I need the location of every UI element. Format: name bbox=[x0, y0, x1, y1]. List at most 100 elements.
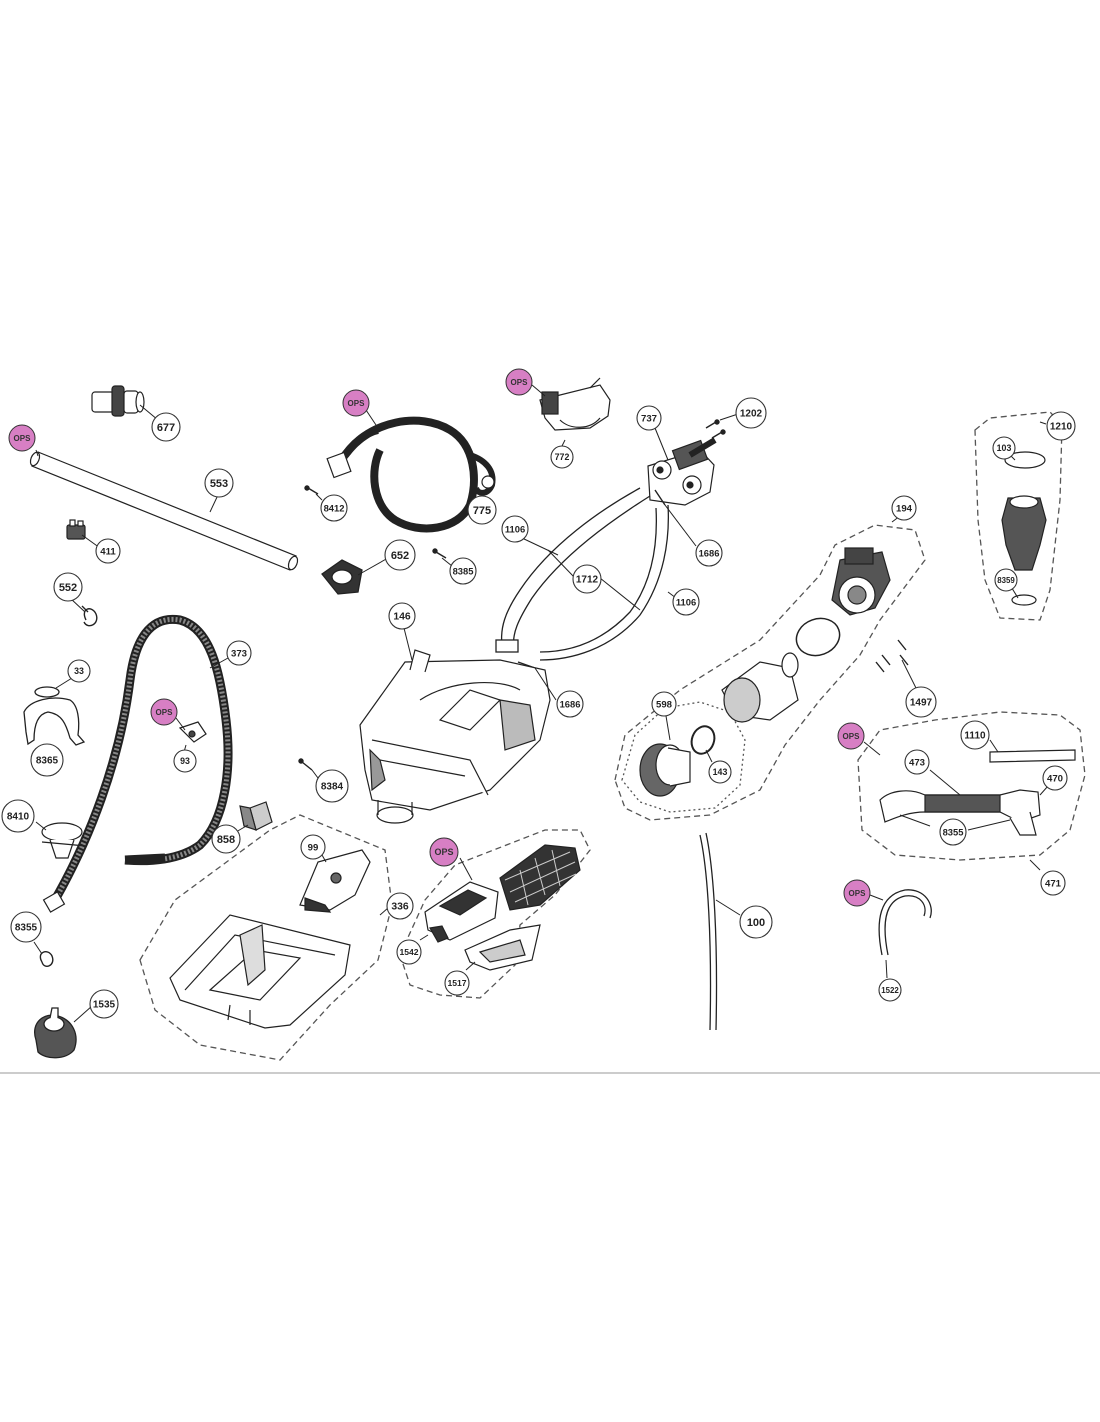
part-screws-1497 bbox=[875, 639, 909, 673]
callout-label: 33 bbox=[74, 666, 84, 676]
callout-label: 8412 bbox=[324, 502, 345, 513]
callout-circle bbox=[30, 743, 64, 777]
part-screws-1202 bbox=[705, 419, 726, 439]
leader-336 bbox=[379, 907, 389, 916]
callout-194: 194 bbox=[891, 495, 917, 521]
leader-598 bbox=[665, 715, 671, 741]
outline-filter-group bbox=[621, 701, 746, 813]
part-clamp-8355-left bbox=[39, 951, 54, 967]
callout-label: 1106 bbox=[505, 523, 525, 534]
callout-circle bbox=[572, 564, 602, 594]
callout-circle bbox=[386, 892, 414, 920]
svg-text:OPS: OPS bbox=[849, 889, 867, 898]
callout-146: 146 bbox=[388, 602, 416, 630]
callout-circle bbox=[204, 468, 234, 498]
leader-8384 bbox=[311, 769, 319, 779]
part-valve-737 bbox=[647, 437, 717, 506]
leader-473 bbox=[929, 769, 961, 796]
ops-badge: OPS bbox=[429, 837, 459, 867]
callout-label: 470 bbox=[1047, 773, 1063, 784]
callout-775: 775 bbox=[467, 495, 497, 525]
callout-circle bbox=[10, 911, 42, 943]
leader-8385 bbox=[441, 557, 453, 567]
callout-label: 336 bbox=[391, 902, 409, 913]
callout-1110: 1110 bbox=[960, 720, 990, 750]
leader-ops-772 bbox=[531, 384, 546, 397]
callout-8412: 8412 bbox=[320, 494, 348, 522]
callout-circle bbox=[501, 515, 529, 543]
callout-label: 1497 bbox=[910, 698, 933, 709]
leader-373 bbox=[209, 657, 229, 669]
callout-8384: 8384 bbox=[315, 769, 349, 803]
leader-lines bbox=[33, 384, 1049, 1023]
callout-circle bbox=[388, 602, 416, 630]
callout-8355: 8355 bbox=[939, 818, 967, 846]
leader-100 bbox=[715, 899, 741, 916]
callout-label: 8384 bbox=[321, 782, 344, 793]
callout-label: 194 bbox=[896, 503, 913, 514]
callout-circle bbox=[1, 799, 35, 833]
part-dispenser-146 bbox=[359, 649, 551, 824]
callout-label: 143 bbox=[713, 767, 728, 777]
callout-circle bbox=[905, 686, 937, 718]
callout-label: 552 bbox=[59, 582, 77, 594]
part-mesh-filter bbox=[499, 844, 581, 911]
callout-circle bbox=[1046, 411, 1076, 441]
callout-label: 8385 bbox=[453, 565, 474, 576]
leader-772 bbox=[561, 439, 566, 447]
callout-1497: 1497 bbox=[905, 686, 937, 718]
part-screw-8385 bbox=[432, 548, 447, 559]
part-filter-598 bbox=[639, 743, 691, 797]
part-clip-411 bbox=[66, 519, 86, 540]
leader-ops-1522 bbox=[869, 894, 884, 901]
leader-470 bbox=[1039, 785, 1049, 796]
leader-1686-b bbox=[534, 667, 557, 701]
callout-circle bbox=[467, 495, 497, 525]
leader-99 bbox=[321, 854, 327, 863]
callout-1712: 1712 bbox=[572, 564, 602, 594]
callout-circle bbox=[636, 405, 662, 431]
callout-8410: 8410 bbox=[1, 799, 35, 833]
callout-circle bbox=[672, 588, 700, 616]
callout-1535: 1535 bbox=[89, 989, 119, 1019]
part-bellows-1210 bbox=[1001, 451, 1047, 606]
callout-label: 8359 bbox=[997, 576, 1015, 585]
callout-circle bbox=[1040, 870, 1066, 896]
part-compartment-1542 bbox=[424, 881, 499, 943]
callout-label: 8355 bbox=[15, 923, 38, 934]
callout-circle bbox=[67, 659, 91, 683]
part-siphon-99 bbox=[299, 849, 371, 913]
callout-label: 1686 bbox=[699, 547, 720, 558]
part-screw-8384 bbox=[298, 758, 313, 771]
callout-label: 775 bbox=[473, 505, 491, 517]
part-pump-194 bbox=[831, 547, 891, 616]
callout-label: 100 bbox=[747, 917, 765, 929]
part-tray-1517 bbox=[464, 924, 541, 971]
callout-circle bbox=[992, 436, 1016, 460]
callout-552: 552 bbox=[53, 572, 83, 602]
callout-circle bbox=[739, 905, 773, 939]
part-bracket-8365 bbox=[23, 686, 86, 746]
callout-1106: 1106 bbox=[672, 588, 700, 616]
callout-473: 473 bbox=[904, 749, 930, 775]
svg-text:OPS: OPS bbox=[434, 847, 453, 857]
svg-text:OPS: OPS bbox=[348, 399, 366, 408]
part-pump-housing bbox=[721, 652, 799, 723]
callout-336: 336 bbox=[386, 892, 414, 920]
callout-label: 772 bbox=[555, 452, 570, 462]
callout-label: 1686 bbox=[560, 698, 581, 709]
callout-8359: 8359 bbox=[994, 568, 1018, 592]
leader-471 bbox=[1029, 859, 1041, 871]
callout-1106: 1106 bbox=[501, 515, 529, 543]
callout-circle bbox=[695, 539, 723, 567]
leader-1106-a bbox=[521, 537, 559, 556]
callout-label: 1210 bbox=[1050, 422, 1073, 433]
part-bracket-772 bbox=[539, 377, 611, 431]
callout-label: 1542 bbox=[399, 947, 418, 957]
callout-circle bbox=[89, 989, 119, 1019]
callout-circle bbox=[300, 834, 326, 860]
callout-label: 858 bbox=[217, 834, 235, 846]
part-hose-100 bbox=[699, 832, 718, 1031]
callout-label: 677 bbox=[157, 422, 175, 434]
callout-470: 470 bbox=[1042, 765, 1068, 791]
